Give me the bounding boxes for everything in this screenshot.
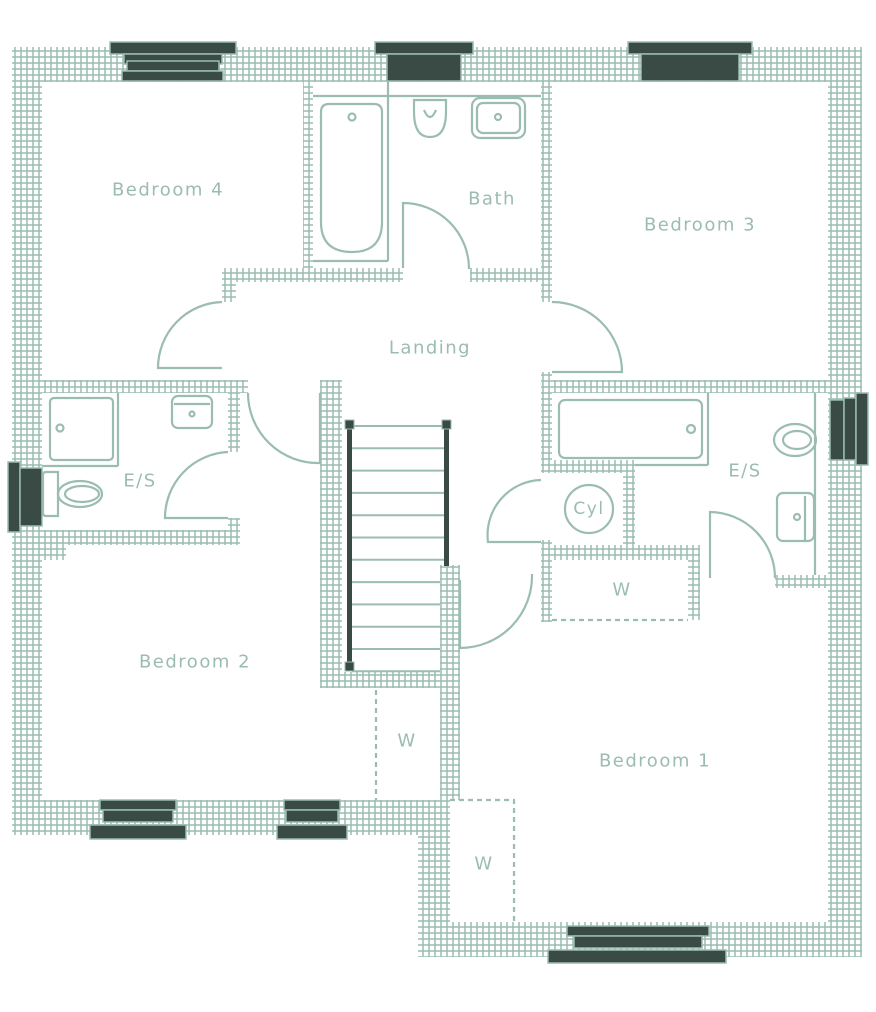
window-bottom-left <box>89 799 187 840</box>
window-top-mid <box>374 41 474 82</box>
basin-left <box>170 394 214 430</box>
window-bottom-right <box>547 925 727 964</box>
window-top-right <box>627 41 753 82</box>
wardrobe-label-bottom: W <box>474 853 494 875</box>
wardrobe-label-right: W <box>612 579 632 601</box>
fixtures <box>41 82 818 922</box>
toilet-right <box>772 422 818 458</box>
window-top-left <box>109 41 237 82</box>
room-label-bedroom-3: Bedroom 3 <box>643 214 757 236</box>
window-bottom-mid <box>276 799 348 840</box>
room-label-ensuite-left: E/S <box>123 470 157 492</box>
walls <box>12 47 862 957</box>
room-label-bedroom-4: Bedroom 4 <box>111 179 225 201</box>
staircase <box>344 419 452 673</box>
room-label-bedroom-1: Bedroom 1 <box>598 750 712 772</box>
room-label-landing: Landing <box>388 337 472 359</box>
shower-left <box>48 396 115 462</box>
window-left <box>7 461 43 533</box>
basin-right <box>775 491 816 543</box>
doors <box>156 201 777 650</box>
room-label-bedroom-2: Bedroom 2 <box>138 651 252 673</box>
windows <box>7 41 869 964</box>
bathtub <box>319 102 384 254</box>
cylinder <box>563 483 615 535</box>
room-label-ensuite-right: E/S <box>728 460 762 482</box>
wardrobe-label-mid: W <box>397 730 417 752</box>
toilet-bath <box>412 98 448 139</box>
bath-right <box>557 398 704 460</box>
basin-bath <box>470 96 527 140</box>
window-right <box>829 392 869 466</box>
room-label-bath: Bath <box>468 188 516 210</box>
toilet-left <box>41 470 60 518</box>
cylinder-label: Cyl <box>573 499 605 519</box>
